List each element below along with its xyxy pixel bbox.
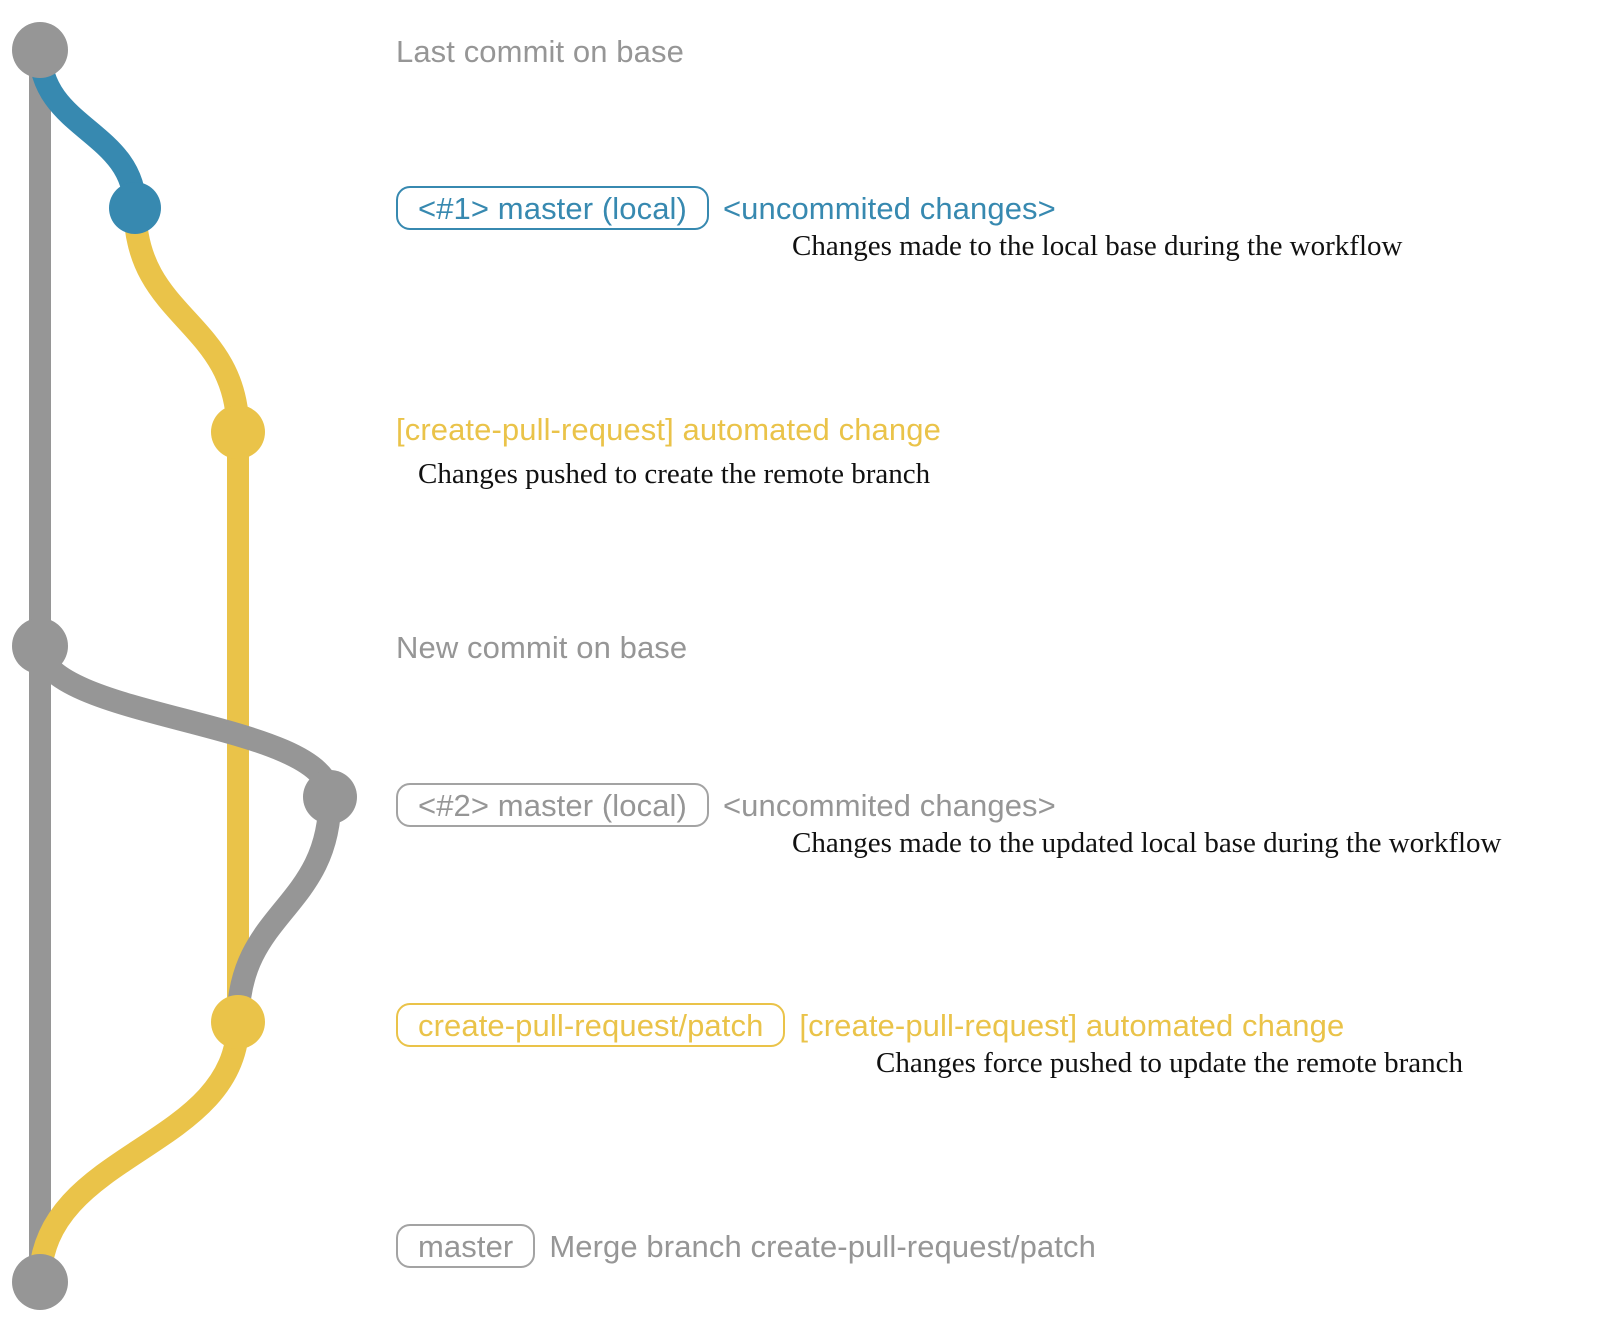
commit-headline: <uncommited changes> (722, 190, 1056, 226)
commit-headline: [create-pull-request] automated change (396, 412, 941, 447)
commit-headline: New commit on base (396, 630, 688, 665)
branch-badge-master-local-1[interactable]: <#1> master (local) (396, 186, 709, 230)
commit-description: Changes made to the updated local base d… (792, 827, 1502, 859)
entry-master-local-1: <#1> master (local) <uncommited changes>… (396, 186, 1402, 261)
commit-node-patch-branch[interactable] (211, 995, 265, 1049)
entry-row: New commit on base (396, 632, 687, 663)
commit-node-last-commit-on-base[interactable] (12, 22, 68, 78)
edge-local2-to-patch2 (226, 785, 342, 1034)
commit-node-master-local-1[interactable] (109, 182, 161, 234)
edge-local1-to-patch1 (123, 196, 250, 444)
entry-row: [create-pull-request] automated change (396, 414, 941, 445)
commit-headline: Merge branch create-pull-request/patch (549, 1228, 1096, 1264)
commit-description: Changes force pushed to update the remot… (876, 1047, 1464, 1079)
entry-row: master Merge branch create-pull-request/… (396, 1224, 1096, 1268)
commit-headline: Last commit on base (396, 34, 684, 69)
commit-node-automated-change-1[interactable] (211, 405, 265, 459)
commit-node-master-merge[interactable] (12, 1254, 68, 1310)
edge-base2-to-local2 (28, 634, 342, 809)
entry-row: create-pull-request/patch [create-pull-r… (396, 1003, 1344, 1047)
entry-automated-change-1: [create-pull-request] automated change C… (396, 414, 941, 489)
branch-badge-master-local-2[interactable]: <#2> master (local) (396, 783, 709, 827)
branch-badge-create-pull-request-patch[interactable]: create-pull-request/patch (396, 1003, 786, 1047)
entry-master-merge: master Merge branch create-pull-request/… (396, 1224, 1096, 1268)
commit-graph-svg (12, 22, 357, 1310)
edge-patch2-to-master (28, 1010, 250, 1294)
commit-description: Changes made to the local base during th… (792, 230, 1403, 262)
entry-row: Last commit on base (396, 36, 684, 67)
entry-new-commit-on-base: New commit on base (396, 632, 687, 663)
entry-row: <#1> master (local) <uncommited changes> (396, 186, 1056, 230)
entry-last-commit-on-base: Last commit on base (396, 36, 684, 67)
commit-headline: <uncommited changes> (722, 787, 1056, 823)
commit-headline: [create-pull-request] automated change (799, 1007, 1345, 1043)
commit-description: Changes pushed to create the remote bran… (418, 458, 931, 490)
entry-master-local-2: <#2> master (local) <uncommited changes>… (396, 783, 1502, 858)
branch-badge-master[interactable]: master (396, 1224, 536, 1268)
entry-row: <#2> master (local) <uncommited changes> (396, 783, 1056, 827)
commit-node-master-local-2[interactable] (303, 770, 357, 824)
commit-node-new-commit-on-base[interactable] (12, 618, 68, 674)
entry-patch-branch: create-pull-request/patch [create-pull-r… (396, 1003, 1463, 1078)
